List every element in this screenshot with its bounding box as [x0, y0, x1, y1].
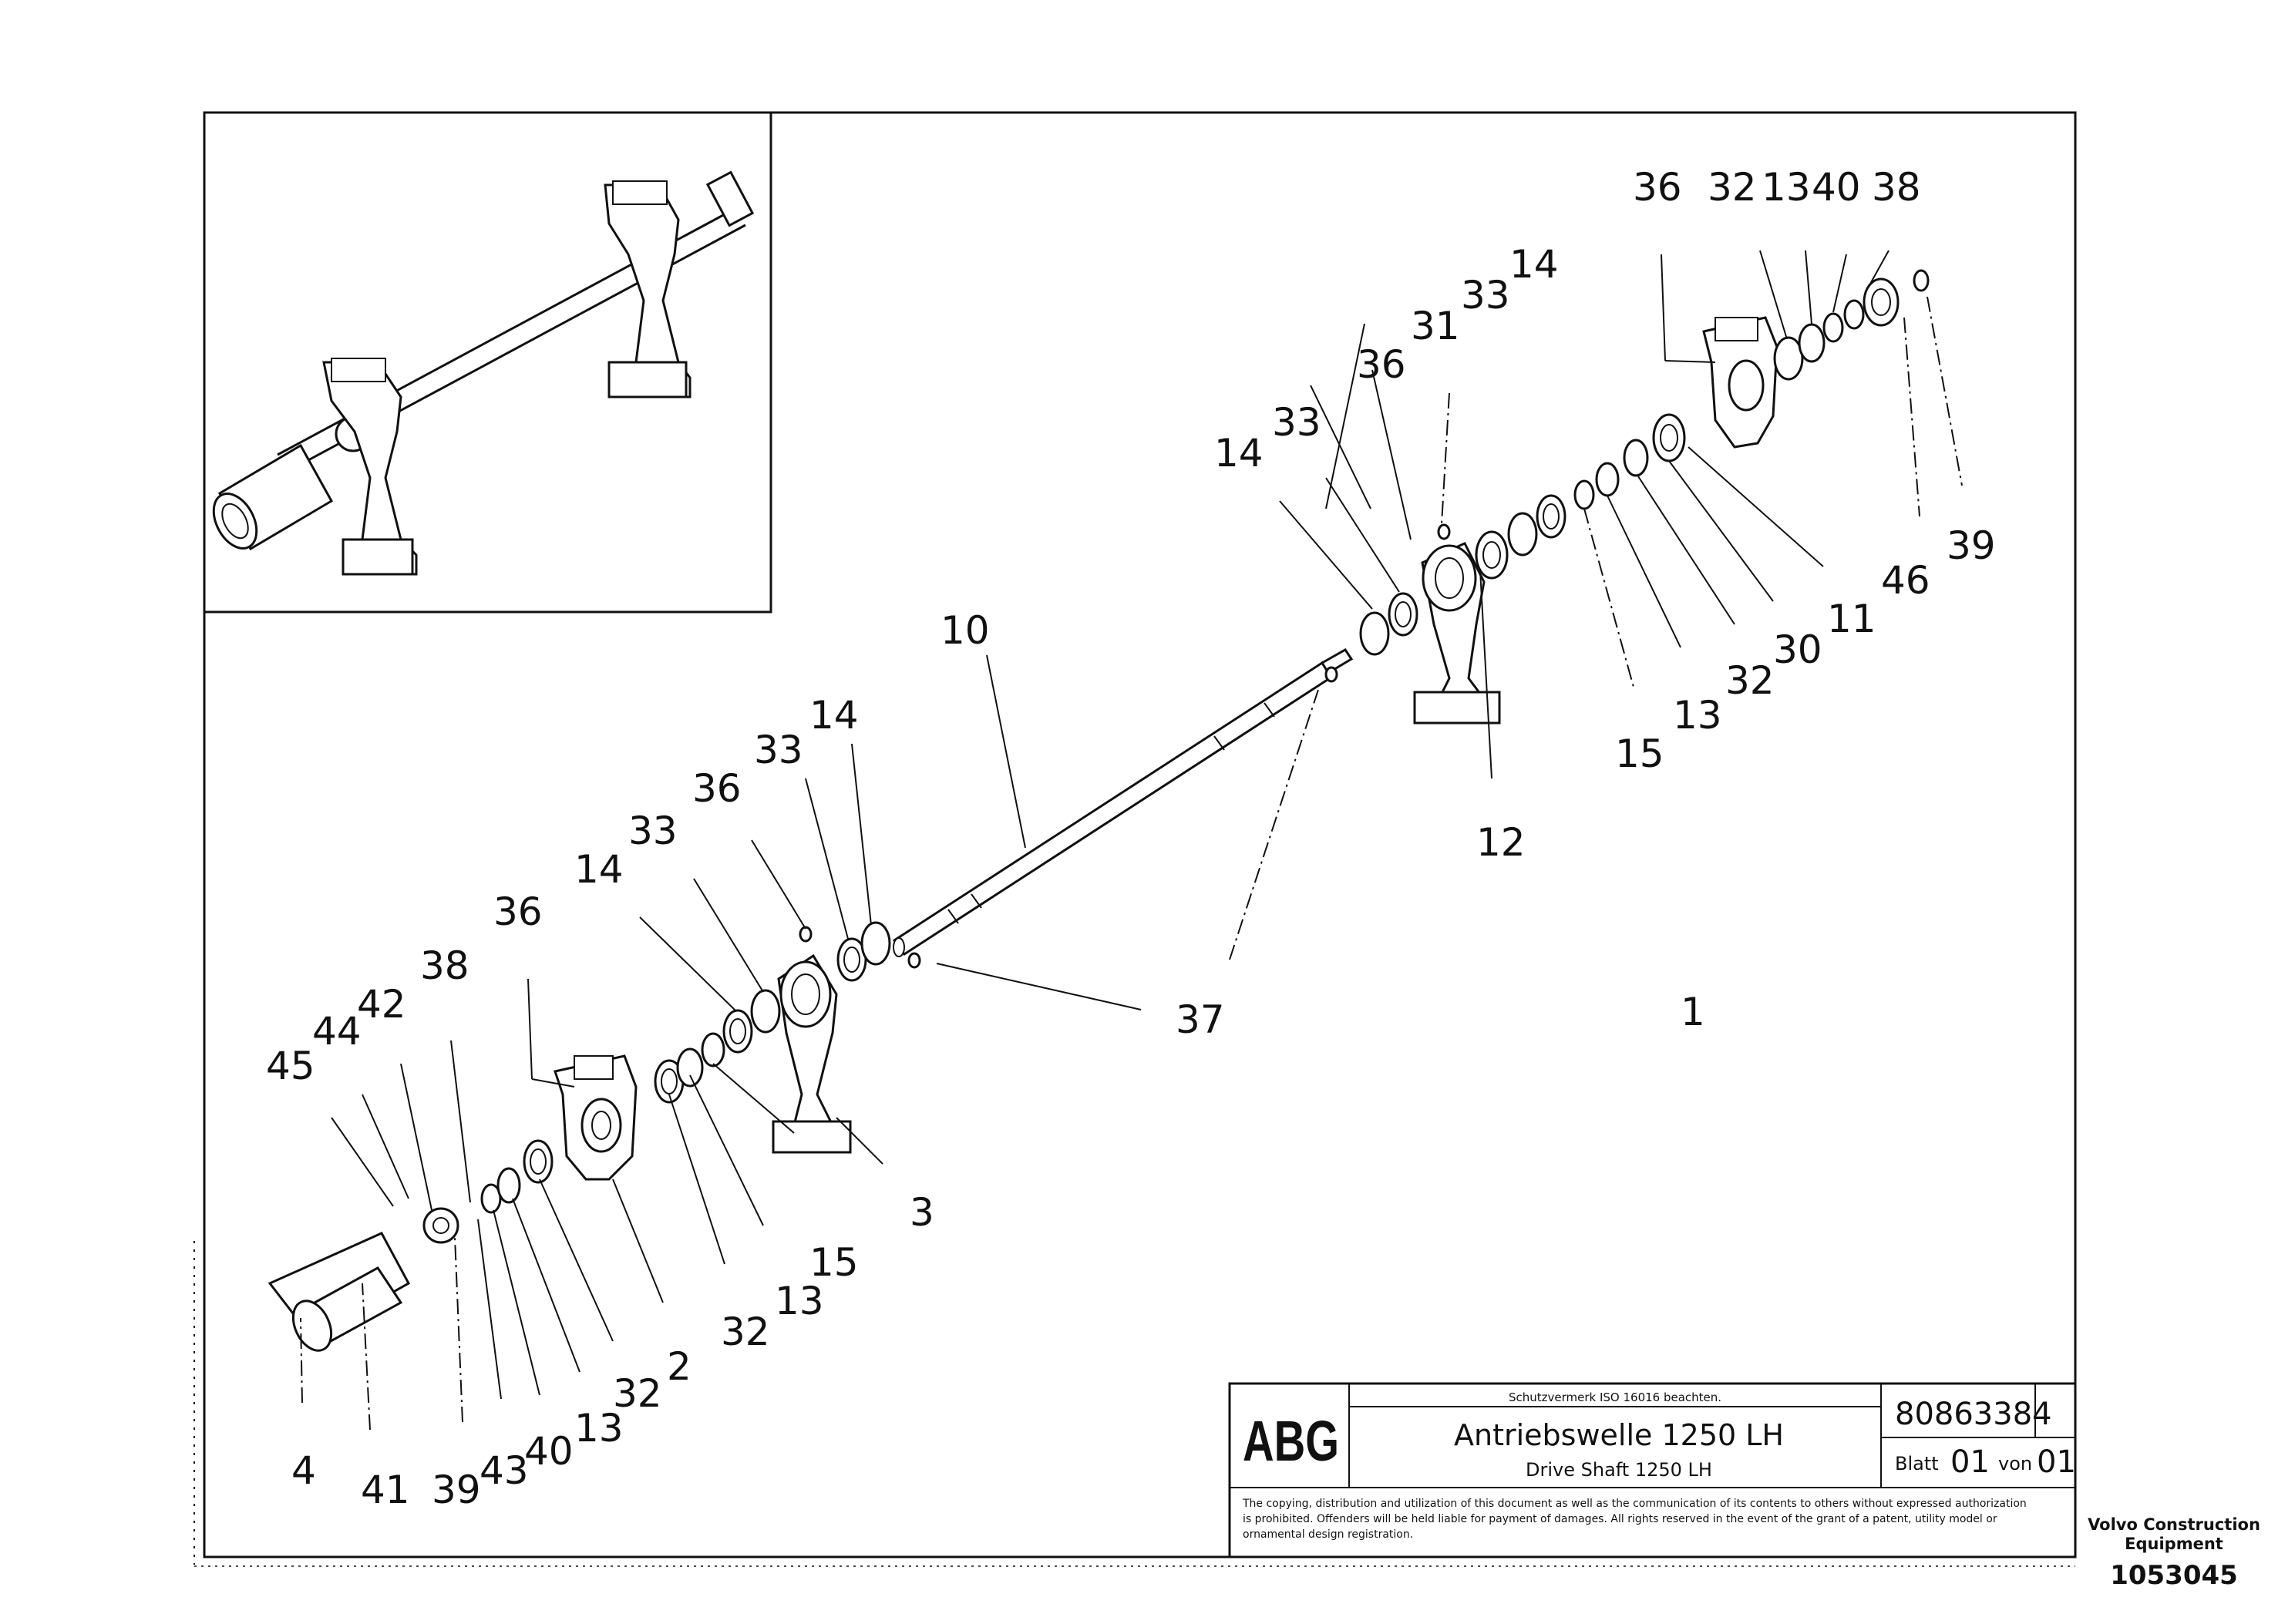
callout-label: 3	[910, 1190, 934, 1235]
sheet-number: 01	[1950, 1444, 1990, 1480]
callout-label: 38	[1872, 165, 1921, 210]
callout-label: 32	[613, 1371, 662, 1416]
title-german: Antriebswelle 1250 LH	[1454, 1418, 1784, 1452]
callout-label: 33	[628, 809, 678, 853]
callout-label: 30	[1773, 627, 1822, 672]
callout-label: 33	[1461, 273, 1510, 318]
bearing-housing-icon	[268, 316, 1778, 1352]
callout-label: 12	[1476, 820, 1526, 865]
callout-label: 2	[667, 1344, 692, 1389]
drawing-frame	[203, 111, 2077, 1558]
callout-label: 15	[1615, 731, 1664, 776]
callout-label: 13	[775, 1279, 824, 1323]
callout-label: 14	[1214, 431, 1264, 476]
callout-label: 14	[1509, 242, 1559, 287]
callout-label: 39	[1947, 523, 1996, 568]
callout-label: 36	[1633, 165, 1682, 210]
callout-label: 45	[266, 1044, 315, 1088]
callout-label: 11	[1827, 597, 1876, 641]
sheet-label: Blatt	[1895, 1453, 1939, 1474]
callout-label: 38	[420, 943, 469, 988]
publisher-name: Volvo Construction	[2088, 1515, 2260, 1534]
callout-label: 42	[357, 982, 406, 1027]
callout-label: 31	[1411, 304, 1460, 348]
callout-label: 13	[1673, 693, 1722, 738]
callout-label: 43	[480, 1448, 529, 1493]
callout-label: 36	[493, 889, 543, 934]
callout-label: 13	[1762, 165, 1811, 210]
callout-label: 39	[432, 1468, 481, 1512]
legal-notice-line: The copying, distribution and utilizatio…	[1242, 1498, 2027, 1510]
leader-lines	[300, 250, 1963, 1431]
washer-ring-icon	[480, 269, 1930, 1214]
sheet-total: 01	[2037, 1444, 2076, 1480]
drive-shaft-icon	[892, 648, 1354, 957]
callout-label: 36	[692, 766, 742, 811]
callout-label: 32	[721, 1310, 770, 1354]
of-label: von	[1998, 1453, 2032, 1474]
callout-label: 40	[524, 1429, 574, 1474]
title-english: Drive Shaft 1250 LH	[1526, 1459, 1712, 1481]
assembly-overview-icon	[203, 111, 772, 614]
legal-notice-line: ornamental design registration.	[1243, 1528, 1413, 1541]
protection-note: Schutzvermerk ISO 16016 beachten.	[1509, 1390, 1721, 1404]
callout-label: 13	[574, 1406, 624, 1451]
publisher-name: Equipment	[2125, 1535, 2223, 1553]
legal-notice-line: is prohibited. Offenders will be held li…	[1243, 1513, 1997, 1525]
reference-number: 1053045	[2110, 1560, 2238, 1591]
callout-label: 33	[754, 728, 803, 772]
title-block: ABG Schutzvermerk ISO 16016 beachten. An…	[1228, 1382, 2077, 1558]
callout-label: 40	[1812, 165, 1861, 210]
callout-label: 10	[941, 608, 990, 653]
publisher-reference: Volvo Construction Equipment 1053045	[2088, 1515, 2260, 1591]
callout-label: 36	[1357, 342, 1406, 387]
callout-label: 14	[574, 847, 624, 892]
callout-labels: 36 32 13 40 38 14 33 31 36 33 14 39 46 1…	[266, 165, 1996, 1512]
drawing-number: 80863384	[1895, 1397, 2052, 1432]
callout-label: 33	[1272, 400, 1321, 445]
callout-label: 1	[1681, 990, 1705, 1034]
callout-label: 15	[809, 1240, 859, 1285]
callout-label: 46	[1881, 558, 1930, 603]
callout-label: 44	[312, 1009, 362, 1054]
callout-label: 37	[1176, 997, 1225, 1042]
callout-label: 32	[1725, 658, 1775, 703]
abg-logo: ABG	[1243, 1409, 1339, 1473]
callout-label: 4	[291, 1448, 316, 1493]
callout-label: 14	[809, 693, 859, 738]
callout-label: 32	[1708, 165, 1757, 210]
callout-label: 41	[361, 1468, 410, 1512]
